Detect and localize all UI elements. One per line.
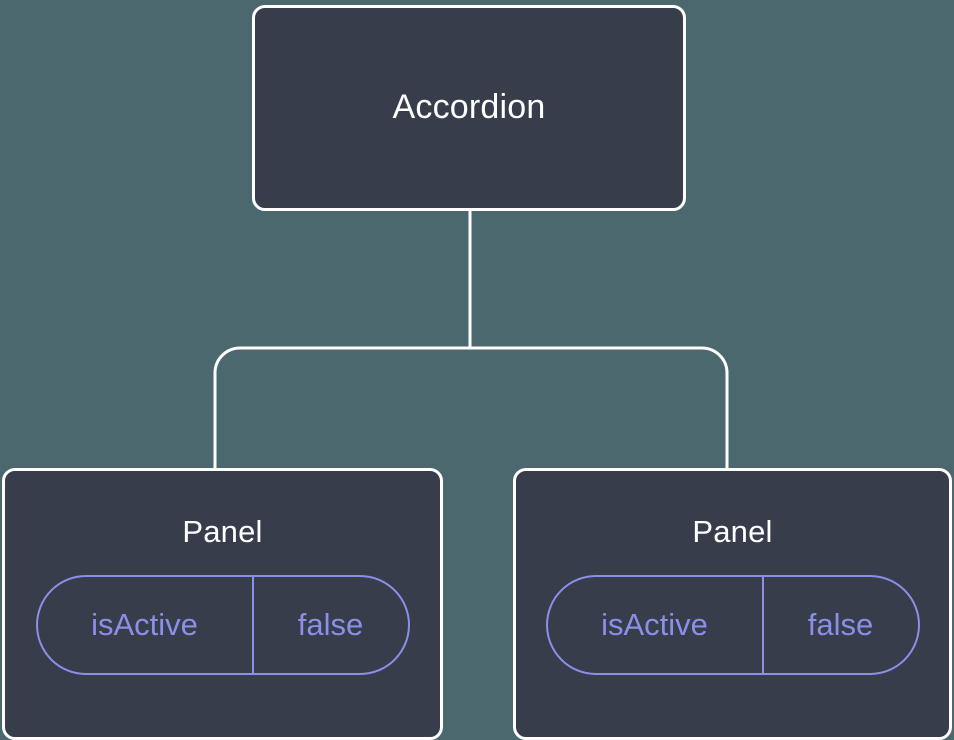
edge-to-left-panel [213,346,470,470]
edge-to-right-panel [470,346,729,470]
node-accordion-label: Accordion [392,88,546,127]
node-accordion[interactable]: Accordion [252,5,686,211]
node-panel-right-label: Panel [692,514,773,549]
prop-pill-is-active-left[interactable]: isActive false [35,575,410,676]
prop-value-is-active-left: false [251,577,408,674]
node-panel-left[interactable]: Panel isActive false [2,468,443,740]
prop-key-is-active-left: isActive [91,607,198,643]
prop-key-is-active-right: isActive [601,607,708,643]
node-panel-left-label: Panel [182,514,263,549]
prop-pill-is-active-right[interactable]: isActive false [545,575,920,676]
node-panel-right[interactable]: Panel isActive false [513,468,952,740]
prop-value-is-active-right: false [761,577,918,674]
